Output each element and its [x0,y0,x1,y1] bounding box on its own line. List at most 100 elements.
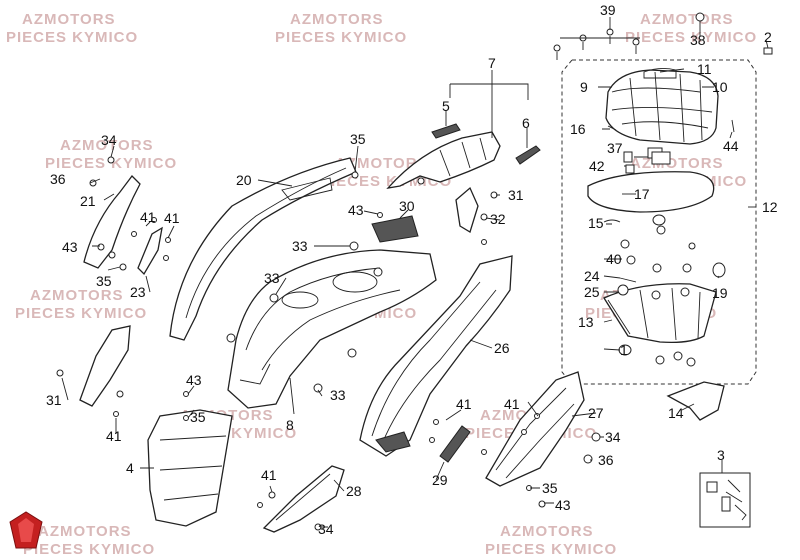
rear-rack [386,131,501,233]
callout-33c: 33 [330,387,346,403]
watermark-text: AZMOTORS [640,11,734,28]
callout-43b: 43 [348,202,364,218]
part-3-key-parts [706,479,747,521]
callout-30: 30 [399,198,415,214]
callout-40: 40 [606,251,622,267]
watermark-text: AZMOTORS [60,137,154,154]
callout-11: 11 [697,61,712,77]
callout-26: 26 [494,340,510,356]
watermark-text: AZMOTORS [30,287,124,304]
side-panel-26 [359,255,513,457]
rear-panel-27 [485,371,585,487]
callout-43c: 43 [186,372,202,388]
callout-1: 1 [620,342,628,358]
callout-7: 7 [488,55,496,71]
callout-2: 2 [764,29,772,45]
under-seat-frame [227,249,437,409]
callout-25: 25 [584,284,600,300]
side-trim-31 [79,325,131,407]
callout-5: 5 [442,98,450,114]
callout-32: 32 [490,211,506,227]
top-case-lid [605,67,719,145]
callout-13: 13 [578,314,594,330]
callout-33: 33 [292,238,308,254]
watermark-text: PIECES KYMICO [485,541,617,558]
callout-8: 8 [286,417,294,433]
rack-trim-strip-5 [431,123,461,139]
storage-tray [603,283,717,344]
lower-cover-4 [147,409,233,527]
callout-39: 39 [600,2,616,18]
callout-20: 20 [236,172,252,188]
callout-36: 36 [50,171,66,187]
callout-17: 17 [634,186,650,202]
callout-9: 9 [580,79,588,95]
rack-trim-strip-6 [515,145,541,165]
callout-43: 43 [62,239,78,255]
watermark-text: AZMOTORS [38,523,132,540]
watermark-text: PIECES KYMICO [6,29,138,46]
callout-41c: 41 [106,428,122,444]
callout-44: 44 [723,138,739,154]
callout-31b: 31 [46,392,62,408]
callout-19: 19 [712,285,728,301]
callout-34b: 34 [605,429,621,445]
watermark-text: AZMOTORS [22,11,116,28]
watermark-text: PIECES KYMICO [45,155,177,172]
side-cover-20 [169,157,357,341]
bracket-23 [137,226,163,276]
callout-43d: 43 [555,497,571,513]
watermark-text: PIECES KYMICO [23,541,155,558]
callout-41d: 41 [261,467,277,483]
callout-12: 12 [762,199,778,215]
callout-3: 3 [717,447,725,463]
callout-35b: 35 [96,273,112,289]
callout-37: 37 [607,140,623,156]
storage-mat [587,171,715,213]
watermark-text: AZMOTORS [630,155,724,172]
callout-23: 23 [130,284,146,300]
callout-35c: 35 [190,409,206,425]
watermark-text: PIECES KYMICO [275,29,407,46]
callout-42: 42 [589,158,605,174]
callout-31: 31 [508,187,524,203]
callout-35d: 35 [542,480,558,496]
callout-41e: 41 [456,396,472,412]
callout-36b: 36 [598,452,614,468]
callout-10: 10 [712,79,728,95]
callout-41f: 41 [504,396,520,412]
callout-27: 27 [588,405,604,421]
callout-6: 6 [522,115,530,131]
fastener-set [56,156,601,531]
bracket-21 [83,175,141,269]
callout-35: 35 [350,131,366,147]
callout-41b: 41 [164,210,180,226]
callout-21: 21 [80,193,96,209]
callout-34c: 34 [318,521,334,537]
watermark-text: PIECES KYMICO [625,29,757,46]
azmotors-logo [9,511,43,549]
plate-29 [439,425,471,463]
watermark-text: AZMOTORS [500,523,594,540]
callout-24: 24 [584,268,600,284]
bottom-trim-28 [262,465,345,533]
callout-labels: 1 2 3 4 5 6 7 8 9 10 11 12 13 14 15 16 1… [46,2,778,537]
watermark-text: PIECES KYMICO [15,305,147,322]
callout-16: 16 [570,121,586,137]
plate-14 [666,381,725,421]
bracket-30 [371,215,419,243]
callout-28: 28 [346,483,362,499]
callout-14: 14 [668,405,684,421]
callout-34: 34 [101,132,117,148]
logo-emblem-icon [18,518,34,542]
watermark-text: AZMOTORS [290,11,384,28]
callout-33b: 33 [264,270,280,286]
callout-15: 15 [588,215,604,231]
leader-lines [61,17,769,528]
callout-4: 4 [126,460,134,476]
callout-41: 41 [140,209,156,225]
assembly-12-outline [561,59,757,385]
watermark-text: AZMOTORS [335,155,429,172]
